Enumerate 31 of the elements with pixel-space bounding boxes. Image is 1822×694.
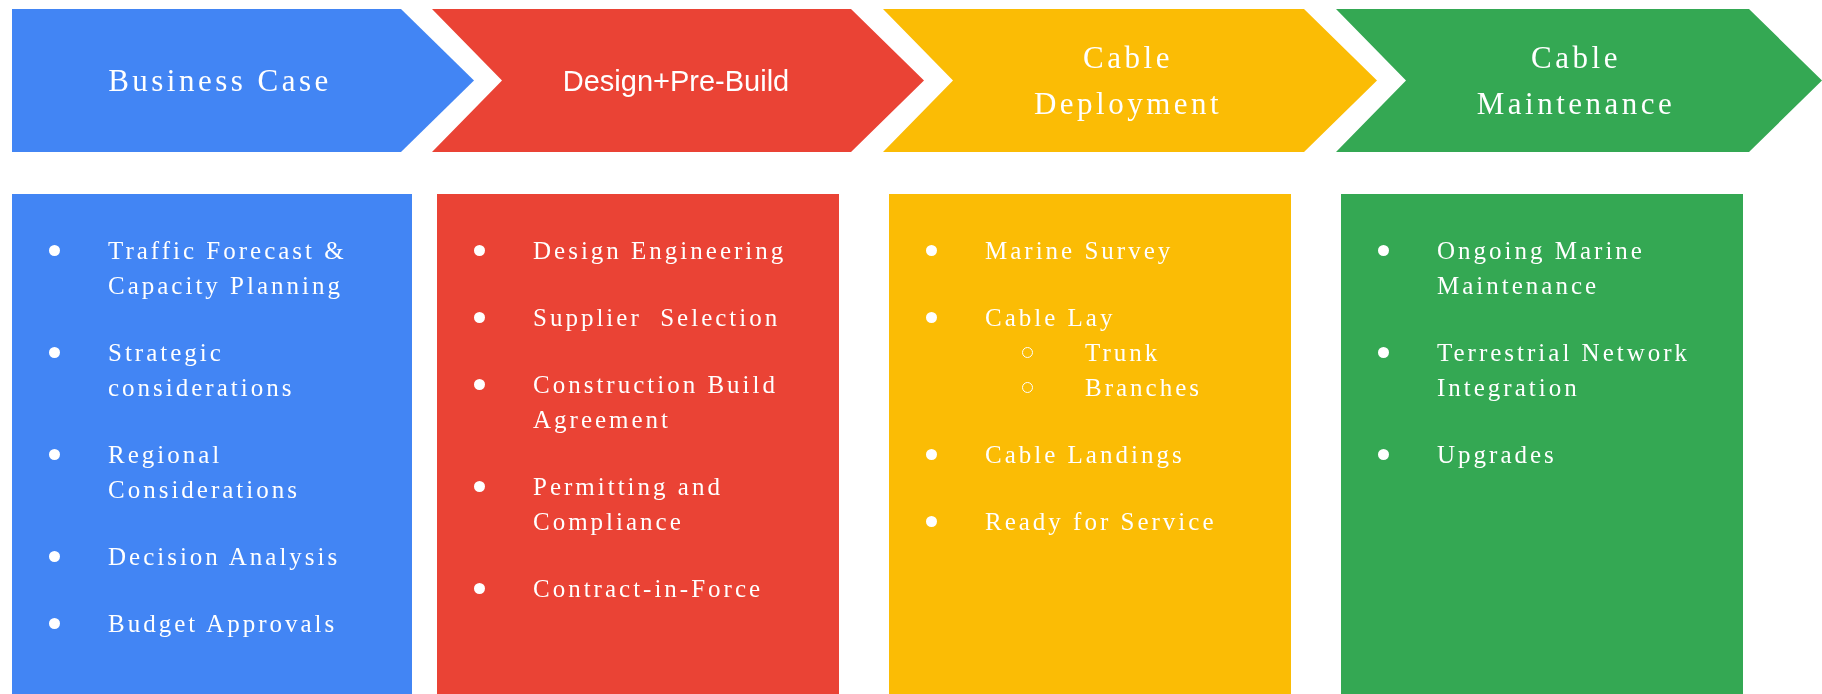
stage-banner [883,9,1377,152]
list-item-text: Decision Analysis [108,542,342,572]
list-item-text: Branches [1085,373,1204,403]
stage-title: Design+Pre-Build [561,63,791,99]
list-item-text: Traffic Forecast & Capacity Planning [108,236,348,301]
list-item-text: Strategic considerations [108,338,296,403]
list-item-text: Construction Build Agreement [533,370,779,435]
list-item-text: Cable Landings [985,440,1186,470]
list-item-text: Cable Lay [985,303,1117,333]
content-panel [889,194,1291,694]
content-panel [437,194,839,694]
stage-title: Cable Maintenance [1475,38,1677,123]
list-item-text: Ongoing Marine Maintenance [1437,236,1646,301]
list-item-text: Contract-in-Force [533,574,765,604]
content-panel [1341,194,1743,694]
stage-title: Business Case [107,61,333,100]
list-item-text: Permitting and Compliance [533,472,724,537]
list-item-text: Design Engineering [533,236,788,266]
stage-banner [432,9,924,152]
content-panel [12,194,412,694]
list-item-text: Supplier Selection [533,303,782,333]
list-item-text: Regional Considerations [108,440,301,505]
list-item-text: Upgrades [1437,440,1558,470]
list-item-text: Trunk [1085,338,1162,368]
list-item-text: Budget Approvals [108,609,339,639]
stage-banner [12,9,474,152]
stage-title: Cable Deployment [1032,38,1224,123]
list-item-text: Terrestrial Network Integration [1437,338,1692,403]
stage-banner [1336,9,1822,152]
list-item-text: Marine Survey [985,236,1175,266]
list-item-text: Ready for Service [985,507,1218,537]
